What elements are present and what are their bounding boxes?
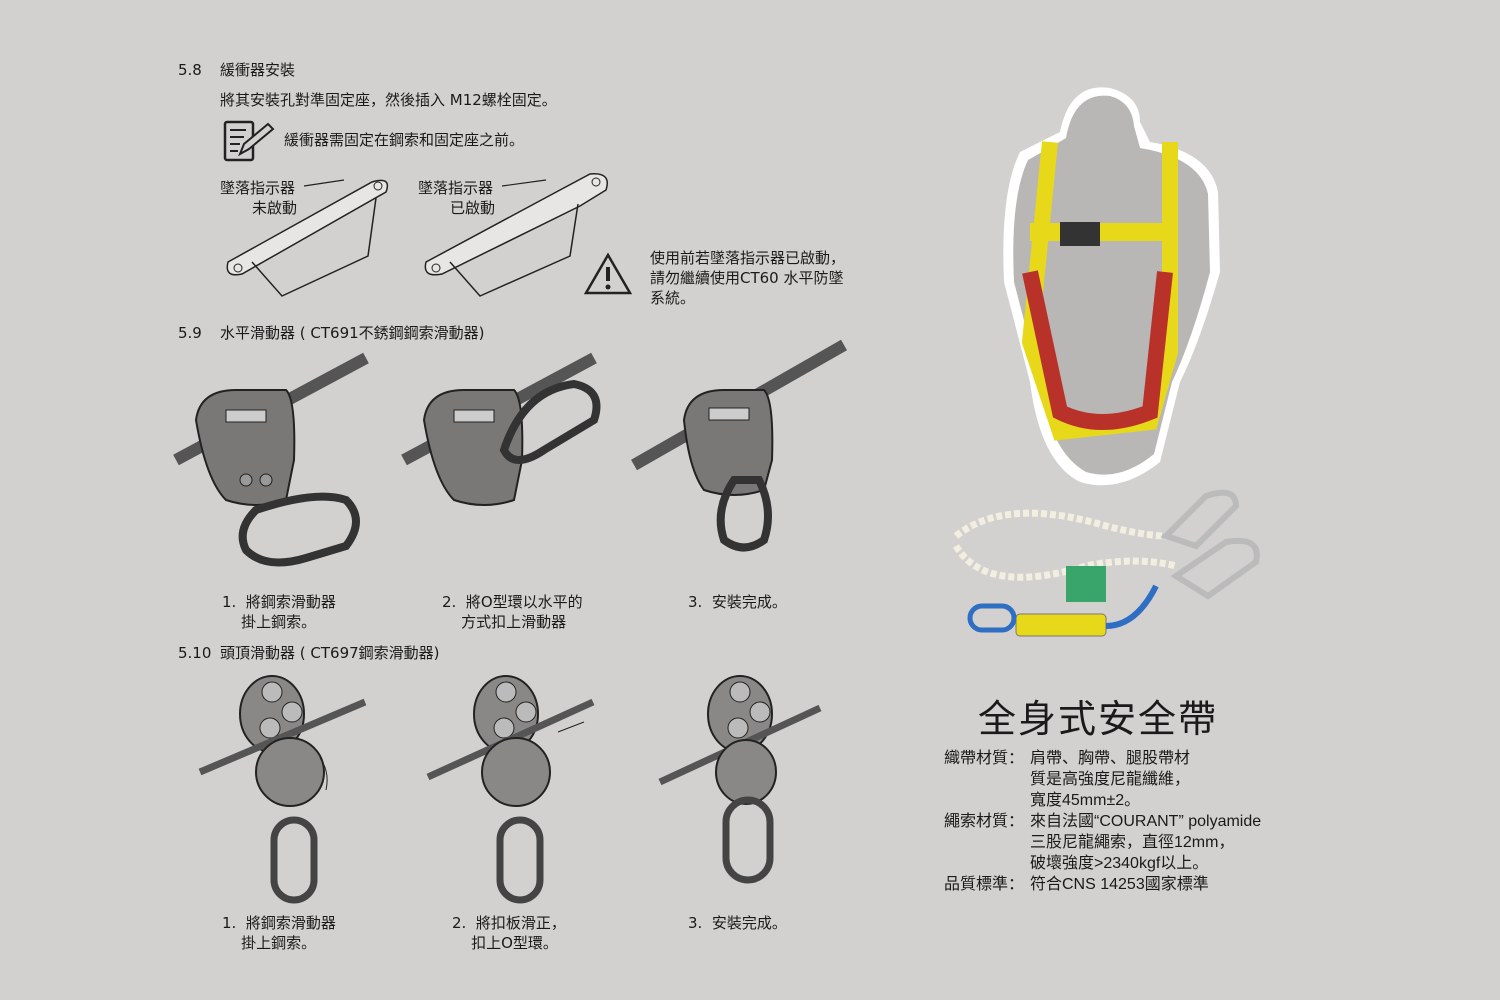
- horizontal-slider-step3-illustration: [631, 339, 847, 552]
- spec-label: 織帶材質：: [944, 750, 1025, 767]
- section-number: 5.8: [178, 61, 202, 79]
- spec-label: 品質標準：: [944, 876, 1025, 893]
- caption-line: 扣上O型環。: [471, 934, 558, 952]
- section-title: 頭頂滑動器 ( CT697鋼索滑動器): [220, 644, 440, 662]
- caption-line: 掛上鋼索。: [241, 934, 317, 952]
- spec-line: 寬度45mm±2。: [1030, 792, 1141, 809]
- indicator-label-1: 墜落指示器: [220, 179, 296, 197]
- step-number: 1.: [222, 914, 237, 932]
- section-title: 緩衝器安裝: [220, 61, 296, 79]
- spec-line: 肩帶、胸帶、腿股帶材: [1030, 750, 1191, 767]
- step-number: 1.: [222, 593, 237, 611]
- caption-line: 掛上鋼索。: [241, 613, 317, 631]
- warning-line: 請勿繼續使用CT60 水平防墜: [650, 269, 844, 287]
- warning-text: 使用前若墜落指示器已啟動， 請勿繼續使用CT60 水平防墜 系統。: [650, 248, 845, 308]
- spec-line: 質是高強度尼龍纖維，: [1030, 771, 1191, 788]
- spec-line: 破壞強度>2340kgf以上。: [1030, 855, 1209, 872]
- double-lanyard-photo: [953, 489, 1260, 637]
- caption-line: 將鋼索滑動器: [245, 914, 336, 932]
- section-5-10-heading: 5.10 頭頂滑動器 ( CT697鋼索滑動器): [178, 643, 440, 663]
- section-title: 水平滑動器 ( CT691不銹鋼鋼索滑動器): [220, 324, 485, 342]
- caption-line: 將O型環以水平的: [465, 593, 583, 611]
- step-number: 3.: [688, 914, 703, 932]
- warning-line: 系統。: [650, 289, 696, 307]
- caption-line: 安裝完成。: [711, 914, 787, 932]
- section-number: 5.9: [178, 324, 202, 342]
- product-title: 全身式安全帶: [978, 697, 1219, 741]
- horizontal-slider-step2-illustration: [401, 352, 601, 506]
- warning-icon: [583, 252, 633, 295]
- overhead-slider-step2-illustration: [426, 675, 595, 904]
- note-text: 緩衝器需固定在鋼索和固定座之前。: [284, 131, 525, 149]
- overhead-slider-step3-illustration: [658, 675, 822, 884]
- spec-line: 來自法國“COURANT” polyamide: [1030, 813, 1262, 830]
- note-icon: [223, 120, 275, 162]
- caption-line: 安裝完成。: [711, 593, 787, 611]
- indicator-label-2: 墜落指示器: [418, 179, 494, 197]
- horizontal-slider-step1-illustration: [173, 352, 369, 567]
- full-body-harness-photo: [1003, 87, 1220, 486]
- indicator-state-active: 已啟動: [450, 199, 496, 217]
- caption-line: 將扣板滑正，: [475, 914, 566, 932]
- step-number: 3.: [688, 593, 703, 611]
- s59-step-1-caption: 1. 將鋼索滑動器 掛上鋼索。: [222, 592, 336, 632]
- step-number: 2.: [452, 914, 467, 932]
- s510-step-2-caption: 2. 將扣板滑正， 扣上O型環。: [452, 913, 566, 953]
- overhead-slider-step1-illustration: [198, 675, 367, 904]
- section-5-9-heading: 5.9 水平滑動器 ( CT691不銹鋼鋼索滑動器): [178, 323, 485, 343]
- warning-line: 使用前若墜落指示器已啟動，: [650, 249, 846, 267]
- product-specs: 織帶材質： 肩帶、胸帶、腿股帶材 質是高強度尼龍纖維， 寬度45mm±2。 繩索材…: [944, 748, 1261, 895]
- caption-line: 將鋼索滑動器: [245, 593, 336, 611]
- shock-absorber-inactive-illustration: [226, 179, 389, 297]
- spec-label: 繩索材質：: [944, 813, 1025, 830]
- step-number: 2.: [442, 593, 457, 611]
- spec-line: 三股尼龍繩索，直徑12mm，: [1030, 834, 1235, 851]
- s59-step-2-caption: 2. 將O型環以水平的 方式扣上滑動器: [442, 592, 583, 632]
- spec-webbing: 織帶材質： 肩帶、胸帶、腿股帶材: [944, 748, 1261, 769]
- s510-step-3-caption: 3. 安裝完成。: [688, 913, 787, 933]
- instruction-text: 將其安裝孔對準固定座，然後插入 M12螺栓固定。: [220, 91, 557, 109]
- section-5-8-heading: 5.8 緩衝器安裝: [178, 60, 295, 80]
- caption-line: 方式扣上滑動器: [461, 613, 567, 631]
- spec-rope: 繩索材質： 來自法國“COURANT” polyamide: [944, 811, 1261, 832]
- s59-step-3-caption: 3. 安裝完成。: [688, 592, 787, 612]
- indicator-state-inactive: 未啟動: [252, 199, 298, 217]
- s510-step-1-caption: 1. 將鋼索滑動器 掛上鋼索。: [222, 913, 336, 953]
- shock-absorber-active-illustration: [424, 173, 608, 297]
- spec-standard: 品質標準： 符合CNS 14253國家標準: [944, 874, 1261, 895]
- spec-line: 符合CNS 14253國家標準: [1030, 876, 1209, 893]
- section-number: 5.10: [178, 644, 212, 662]
